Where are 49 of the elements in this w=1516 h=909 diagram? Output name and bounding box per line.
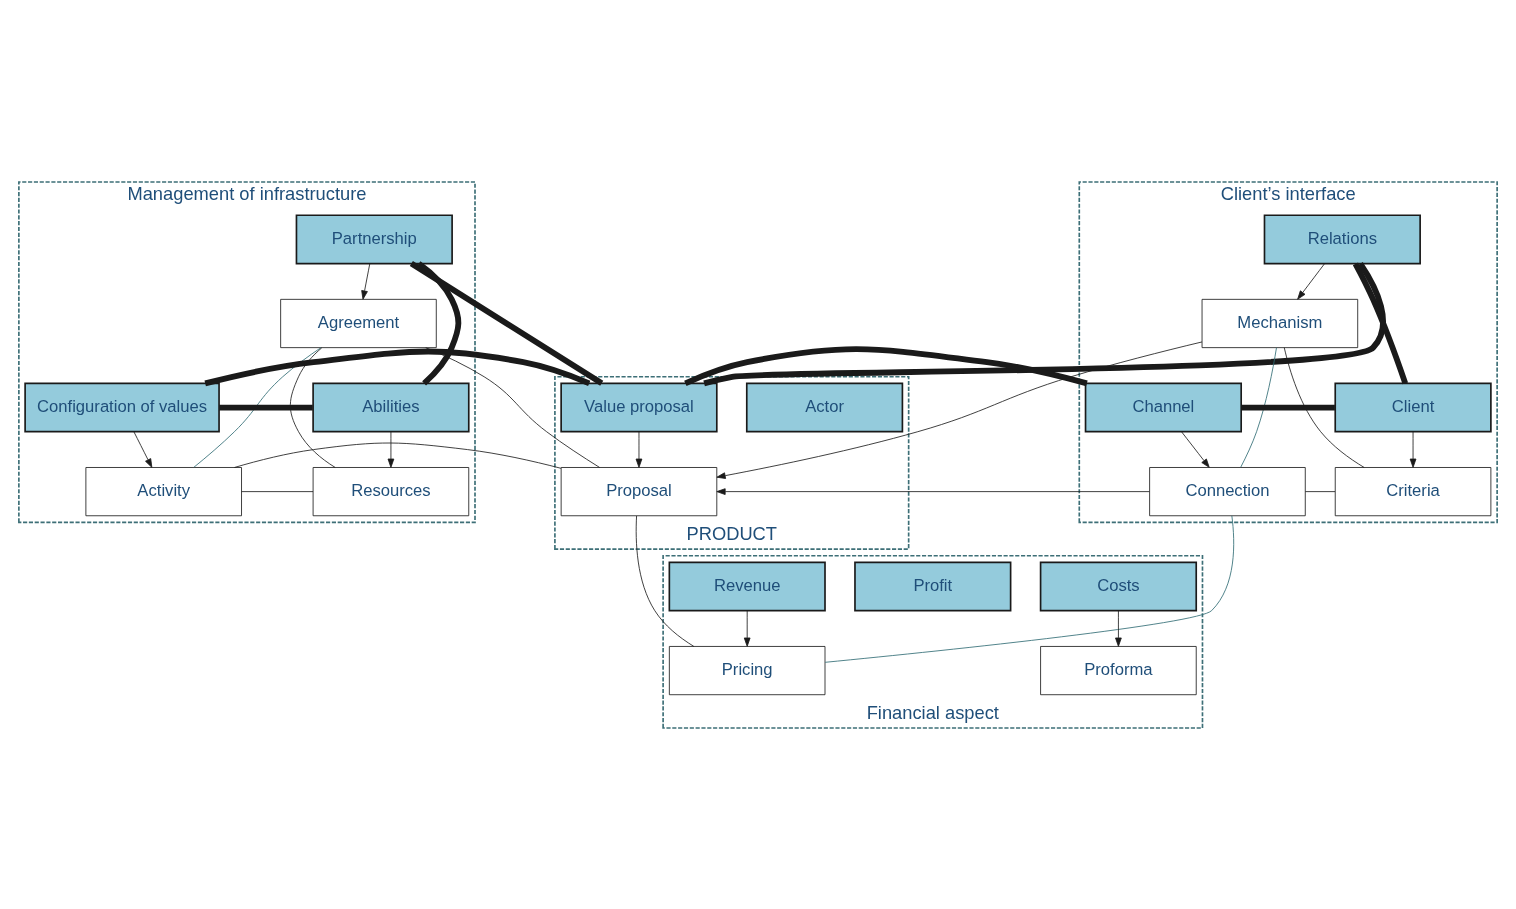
arrow xyxy=(387,430,395,468)
node-box: Partnership xyxy=(295,213,453,264)
node-box: Proposal xyxy=(560,466,718,516)
connector xyxy=(409,260,604,386)
arrow xyxy=(1181,430,1210,468)
connector xyxy=(241,490,314,492)
connector xyxy=(684,345,1088,386)
node-box: Criteria xyxy=(1334,466,1492,516)
node-box: Resources xyxy=(312,466,470,516)
connector xyxy=(193,346,322,468)
connector xyxy=(1283,346,1365,468)
arrow xyxy=(361,262,371,300)
connector xyxy=(1241,404,1335,410)
arrow xyxy=(1297,262,1325,300)
arrow xyxy=(635,430,643,468)
node-box: Channel xyxy=(1084,382,1242,432)
node-box: Value proposal xyxy=(560,382,718,432)
arrow xyxy=(133,430,153,468)
connector xyxy=(234,442,562,469)
arrow xyxy=(1115,609,1122,647)
node-box: Revenue xyxy=(668,561,826,611)
connector xyxy=(425,346,601,468)
connector xyxy=(635,515,695,647)
connector xyxy=(1352,261,1409,384)
node-box: Actor xyxy=(745,382,904,432)
connector xyxy=(289,346,336,468)
node-box: Configuration of values xyxy=(24,382,220,432)
node-box: Abilities xyxy=(312,382,470,432)
connector xyxy=(703,261,1386,386)
node-box: Activity xyxy=(85,466,242,516)
connector xyxy=(1304,490,1336,492)
arrow xyxy=(716,487,1150,495)
node-box: Client xyxy=(1334,382,1492,432)
node-box: Relations xyxy=(1263,213,1421,264)
node-box: Connection xyxy=(1149,466,1306,516)
node-box: Agreement xyxy=(280,298,437,348)
connector xyxy=(204,348,591,386)
arrow xyxy=(716,341,1203,479)
node-box: Profit xyxy=(854,561,1012,611)
arrow xyxy=(1409,430,1417,468)
node-box: Costs xyxy=(1039,561,1198,611)
node-box: Mechanism xyxy=(1201,298,1359,348)
node-box: Proforma xyxy=(1040,645,1197,695)
connector xyxy=(219,404,313,410)
node-box: Pricing xyxy=(668,645,826,695)
connector xyxy=(1240,346,1277,468)
connector xyxy=(824,514,1235,663)
connector xyxy=(417,260,462,385)
arrow xyxy=(743,609,751,647)
